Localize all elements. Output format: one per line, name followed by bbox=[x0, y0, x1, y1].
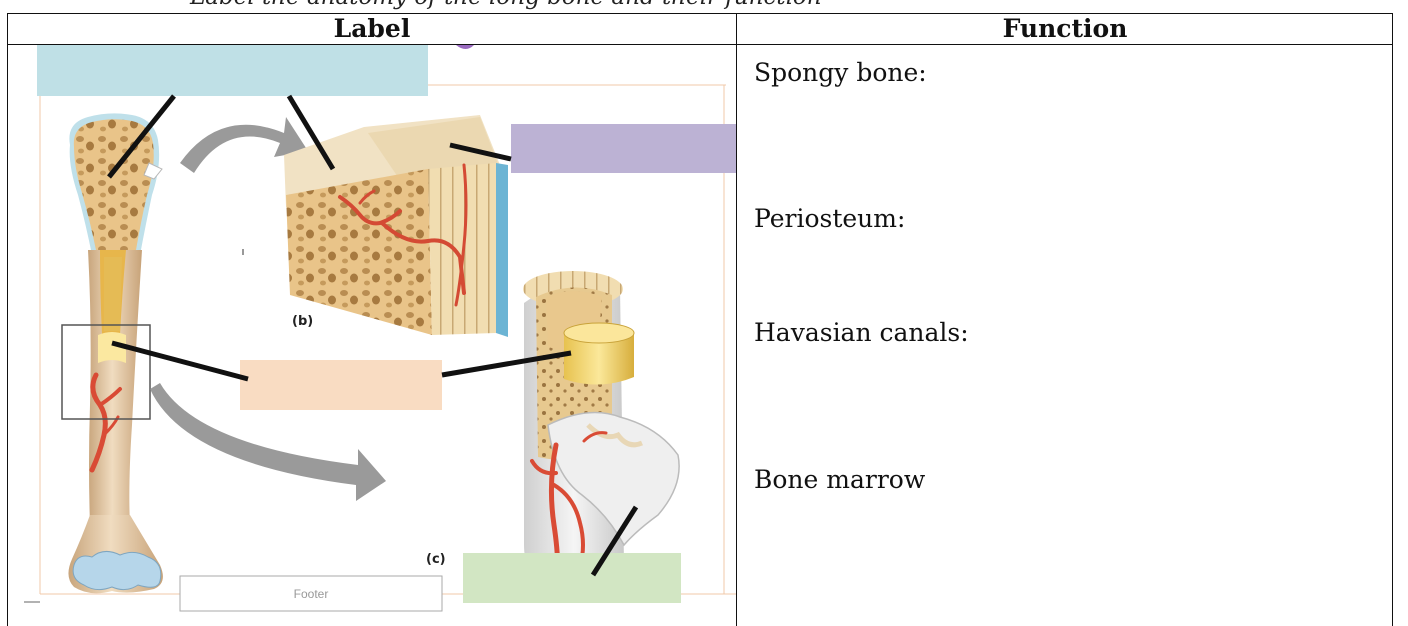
label-box-green[interactable] bbox=[463, 553, 681, 603]
footer-text: Footer bbox=[294, 587, 329, 601]
table-column-divider bbox=[736, 13, 737, 626]
label-box-purple[interactable] bbox=[511, 124, 736, 173]
label-box-blue[interactable] bbox=[37, 45, 428, 96]
function-item-bone-marrow: Bone marrow bbox=[754, 465, 925, 495]
function-item-spongy-bone: Spongy bone: bbox=[754, 58, 927, 88]
caption-c: (c) bbox=[426, 552, 446, 567]
function-item-havasian-canals: Havasian canals: bbox=[754, 318, 969, 348]
purple-blob bbox=[456, 45, 474, 49]
label-box-peach[interactable] bbox=[240, 360, 442, 410]
caption-b: (b) bbox=[292, 314, 313, 329]
function-column-header: Function bbox=[737, 14, 1393, 44]
long-bone-diagram: (b) bbox=[8, 45, 736, 626]
worksheet-title: Label the anatomy of the long bone and t… bbox=[190, 0, 822, 9]
label-column-header: Label bbox=[8, 14, 736, 44]
function-item-periosteum: Periosteum: bbox=[754, 204, 905, 234]
long-bone-diagram-svg: (b) bbox=[8, 45, 736, 626]
